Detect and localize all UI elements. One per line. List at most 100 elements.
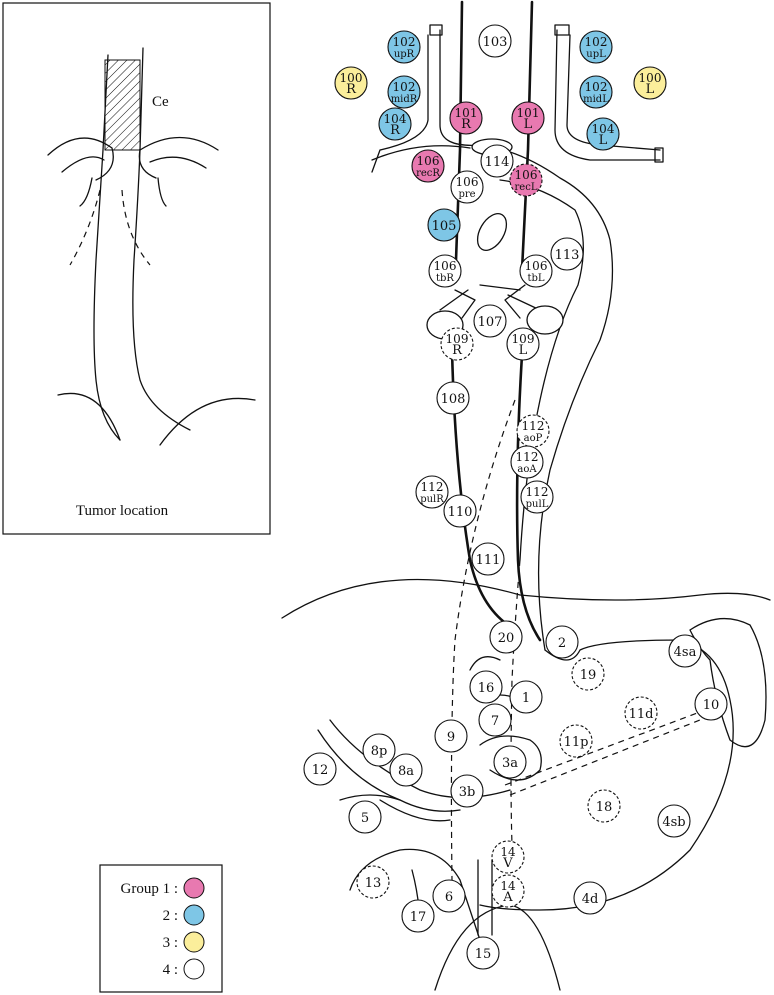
right-carotid-outer	[371, 34, 429, 173]
node-circle	[432, 879, 466, 913]
node-sublabel: midR	[391, 94, 418, 105]
main-bronchi	[439, 284, 541, 311]
lymph-node-17: 17	[401, 899, 435, 933]
node-circle	[519, 254, 553, 288]
esophagus-left-wall-upper	[520, 0, 534, 272]
lymph-node-16: 16	[469, 670, 503, 704]
node-circle	[469, 670, 503, 704]
node-label: 106	[456, 175, 479, 189]
node-sublabel: L	[524, 117, 533, 132]
esophagus-left-wall-lower	[515, 353, 542, 642]
lymph-node-13: 13	[356, 865, 390, 899]
node-label: 107	[478, 315, 503, 330]
right-subclavian	[371, 145, 471, 161]
diaphragm	[281, 578, 771, 619]
node-label: 102	[585, 35, 608, 49]
lymph-nodes: 103102upR102upL100R100L102midR102midL101…	[303, 24, 728, 970]
legend-label-group2: 2 :	[163, 908, 178, 924]
inset-left-clavicle-inner	[61, 156, 105, 173]
node-label: 105	[432, 219, 457, 234]
node-circle	[303, 752, 337, 786]
dashed-vessel-right	[510, 559, 521, 846]
node-circle	[545, 625, 579, 659]
node-label: 11d	[629, 707, 654, 722]
node-circle	[579, 75, 613, 109]
inset-left-clavicle	[47, 137, 114, 181]
node-circle	[489, 620, 523, 654]
node-label: 3b	[459, 785, 476, 800]
node-circle	[466, 936, 500, 970]
node-circle	[471, 542, 505, 576]
node-circle	[571, 657, 605, 691]
node-label: 10	[703, 698, 720, 713]
node-label: 112	[526, 485, 549, 499]
node-label: 17	[410, 910, 427, 925]
node-label: 102	[393, 80, 416, 94]
inset-caption: Tumor location	[76, 503, 169, 519]
node-circle	[506, 327, 540, 361]
lymph-node-4d: 4d	[573, 881, 607, 915]
node-label: 20	[498, 631, 515, 646]
node-label: 5	[361, 811, 369, 826]
node-circle	[428, 254, 462, 288]
node-circle	[510, 445, 544, 479]
node-circle	[480, 144, 514, 178]
node-label: 4sb	[662, 815, 685, 830]
node-sublabel: recL	[515, 182, 538, 193]
node-label: 104	[592, 122, 615, 136]
node-label: 102	[585, 80, 608, 94]
node-circle	[550, 237, 584, 271]
node-label: 101	[517, 106, 540, 120]
node-label: 11p	[564, 735, 589, 750]
node-sublabel: A	[502, 890, 513, 905]
lymph-node-108: 108	[436, 381, 470, 415]
node-label: 113	[555, 248, 580, 263]
node-circle	[356, 865, 390, 899]
node-circle	[450, 170, 484, 204]
node-label: 1	[522, 691, 530, 706]
node-sublabel: R	[461, 117, 472, 132]
inset-diaphragm-left	[57, 392, 121, 441]
node-circle	[587, 789, 621, 823]
node-label: 101	[455, 106, 478, 120]
node-label: 19	[580, 668, 597, 683]
aortic-arch-descending	[479, 144, 614, 651]
legend-swatch-group4	[183, 958, 205, 980]
lymph-node-9: 9	[434, 719, 468, 753]
common-hepatic-artery	[329, 719, 511, 799]
node-label: 106	[417, 154, 440, 168]
left-carotid-outer	[554, 29, 661, 161]
node-circle	[378, 107, 412, 141]
legend-swatch-group2	[183, 904, 205, 926]
legend-swatch-group1	[183, 877, 205, 899]
node-sublabel: tbL	[527, 273, 544, 284]
inset-esophagus-right-wall	[132, 47, 191, 431]
splenic-artery-dashed	[504, 711, 701, 796]
lymph-node-103: 103	[478, 24, 512, 58]
node-label: 104	[384, 112, 407, 126]
node-label: 3a	[502, 756, 518, 771]
left-subclavian-cap	[654, 147, 664, 163]
node-label: 14	[500, 879, 516, 893]
lymph-node-4sb: 4sb	[657, 804, 691, 838]
lymph-node-6: 6	[432, 879, 466, 913]
node-circle	[443, 494, 477, 528]
node-label: 103	[483, 35, 508, 50]
inset-right-clavicle	[138, 136, 219, 179]
bronchial-segments	[454, 284, 526, 319]
node-circle	[401, 899, 435, 933]
node-label: 108	[441, 392, 466, 407]
node-circle	[427, 208, 461, 242]
node-label: 114	[485, 155, 510, 170]
